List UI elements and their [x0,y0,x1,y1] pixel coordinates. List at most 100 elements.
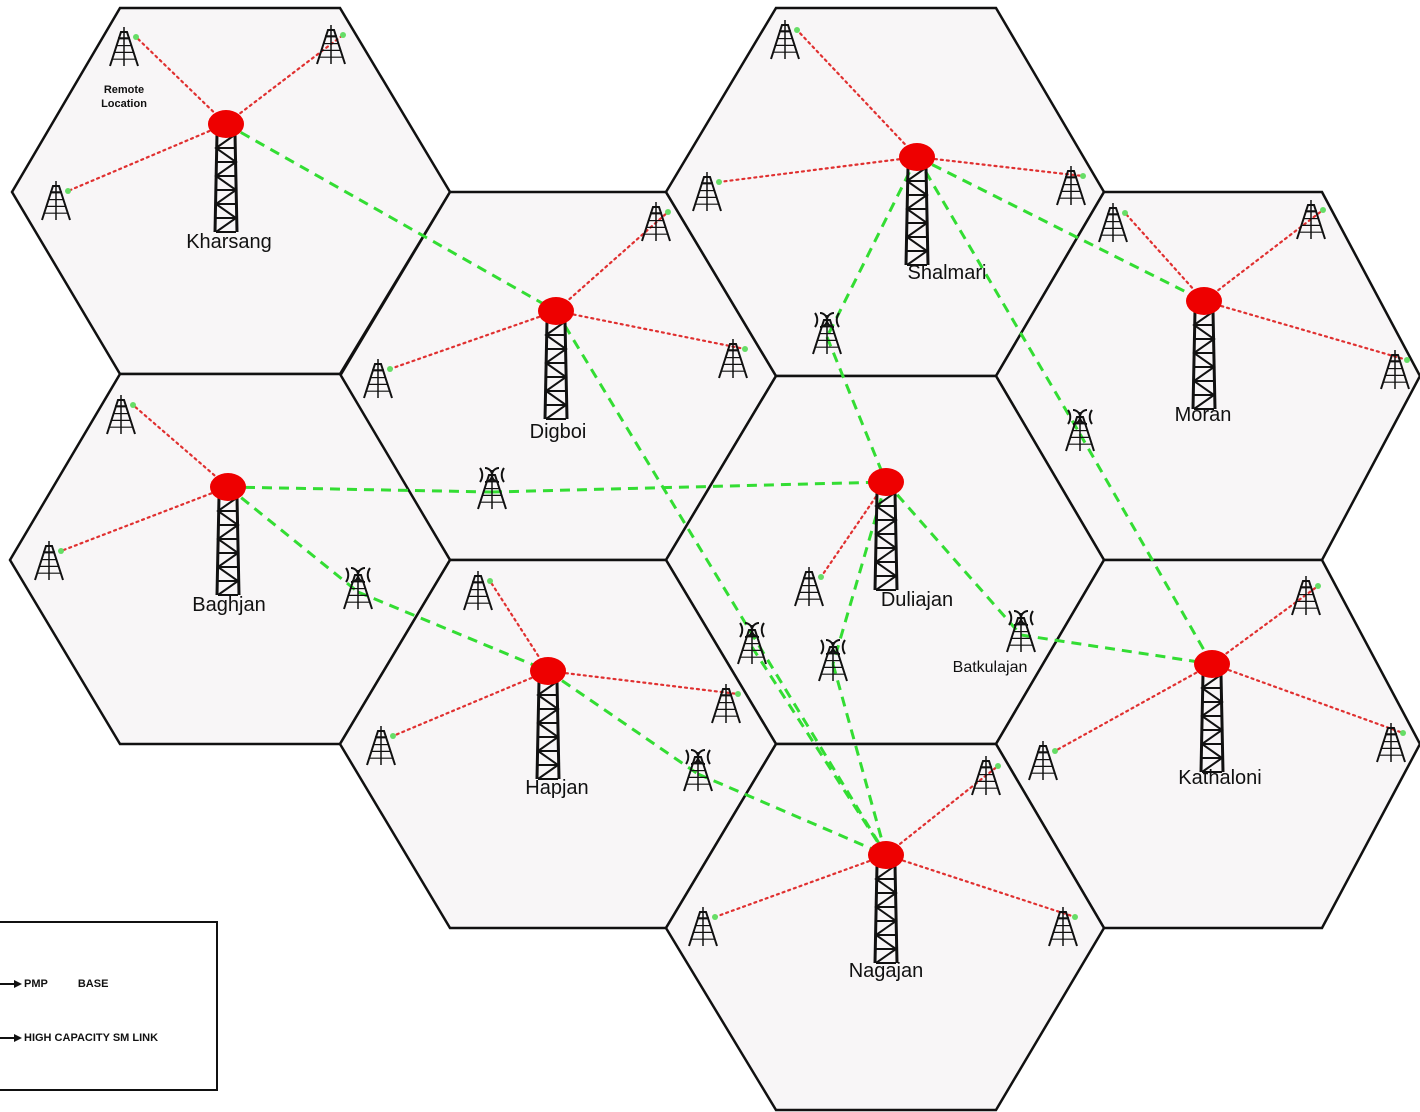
base-station-dot [210,473,246,501]
legend: PMP BASE HIGH CAPACITY SM LINK [0,921,218,1091]
legend-row-sm-link: HIGH CAPACITY SM LINK [0,1032,158,1044]
base-station-moran [1186,287,1222,410]
base-station-dot [868,841,904,869]
pmp-link-kharsang-2 [66,122,228,193]
legend-sm-link-label: HIGH CAPACITY SM LINK [24,1032,159,1044]
sm-link-0 [225,122,557,313]
site-label-shalmari: Shalmari [908,262,987,284]
base-station-dot [208,110,244,138]
base-station-digboi [538,297,574,420]
base-station-baghjan [210,473,246,596]
arrow-icon [0,1034,22,1043]
repeater-tower-icon [343,567,373,610]
base-station-dot [1194,650,1230,678]
site-label-kharsang: Kharsang [186,231,272,253]
pmp-link-moran-0 [1123,211,1206,303]
legend-base-label: BASE [77,978,109,990]
sm-link-7 [697,772,887,857]
base-station-dot [530,657,566,685]
remote-tower-icon [363,359,393,399]
base-station-dot [1186,287,1222,315]
site-label-hapjan: Hapjan [525,777,588,799]
remote-tower-icon [794,567,824,607]
repeater-label-batkulajan: Batkulajan [953,659,1028,676]
pmp-link-nagajan-1 [713,853,888,919]
pmp-link-kathaloni-2 [1053,662,1214,753]
remote-tower-icon [41,181,71,221]
remote-tower-icon [770,20,800,60]
sm-link-14 [1020,633,1213,666]
site-labels: Kharsang Digboi Shalmari Moran Baghjan D… [101,84,1262,982]
sm-link-17 [750,646,888,856]
remote-tower-icon [106,395,136,435]
repeater-tower-icon [737,622,767,665]
base-station-hapjan [530,657,566,780]
base-station-dot [538,297,574,325]
remote-tower-icon [1048,907,1078,947]
arrow-icon [0,980,22,989]
remote-tower-icon [711,684,741,724]
legend-row-pmp: PMP BASE [0,978,108,990]
base-station-kathaloni [1194,650,1230,773]
sm-link-3 [491,480,887,494]
pmp-link-moran-1 [1202,208,1325,303]
sm-link-13 [884,481,1023,636]
remote-tower-icon [718,339,748,379]
sm-link-10 [916,155,1205,303]
sm-link-15 [831,481,888,665]
remote-tower-icon [34,541,64,581]
pmp-link-shalmari-2 [915,155,1085,178]
remote-tower-icon [641,202,671,242]
site-label-baghjan: Baghjan [192,594,265,616]
remote-tower-icon [1098,203,1128,243]
repeater-tower-icon [477,467,507,510]
legend-pmp-label: PMP [24,978,48,990]
repeater-tower-icon [683,749,713,792]
base-station-dot [899,143,935,171]
repeater-tower-icon [812,312,842,355]
remote-tower-icon [971,756,1001,796]
hex-cells [8,6,1420,1112]
remote-tower-icon [1296,200,1326,240]
remote-tower-icon [1291,576,1321,616]
pmp-link-digboi-2 [554,309,747,351]
pmp-link-kathaloni-1 [1210,662,1405,735]
nodes-layer [34,20,1410,964]
sm-link-5 [357,590,549,673]
repeater-tower-icon [818,639,848,682]
remote-location-label-line2: Location [101,98,147,110]
remote-location-label-line1: Remote [104,84,144,96]
sm-link-1 [554,310,888,856]
remote-tower-icon [463,571,493,611]
sm-link-9 [825,336,888,483]
remote-tower-icon [1028,741,1058,781]
remote-tower-icon [1056,166,1086,206]
pmp-link-shalmari-0 [795,28,919,159]
pmp-link-digboi-1 [388,309,558,371]
site-label-nagajan: Nagajan [849,960,924,982]
site-label-duliajan: Duliajan [881,589,953,611]
remote-tower-icon [692,172,722,212]
repeater-tower-icon [1065,409,1095,452]
site-label-kathaloni: Kathaloni [1178,767,1261,789]
remote-tower-icon [1376,723,1406,763]
pmp-link-moran-2 [1202,299,1409,362]
pmp-link-baghjan-0 [131,403,230,489]
pmp-link-hapjan-0 [488,579,550,673]
remote-tower-icon [688,907,718,947]
links-layer [59,28,1409,919]
pmp-link-kharsang-0 [134,35,228,126]
remote-tower-icon [109,27,139,67]
repeater-tower-icon [1006,610,1036,653]
base-station-dot [868,468,904,496]
remote-tower-icon [316,25,346,65]
site-label-moran: Moran [1175,404,1232,426]
pmp-link-digboi-0 [554,210,670,313]
site-label-digboi: Digboi [530,421,587,443]
pmp-link-baghjan-1 [59,485,230,553]
sm-link-6 [547,669,699,776]
hex-cell-nagajan [664,742,1106,1112]
pmp-link-hapjan-1 [391,669,550,738]
base-station-shalmari [899,143,935,266]
